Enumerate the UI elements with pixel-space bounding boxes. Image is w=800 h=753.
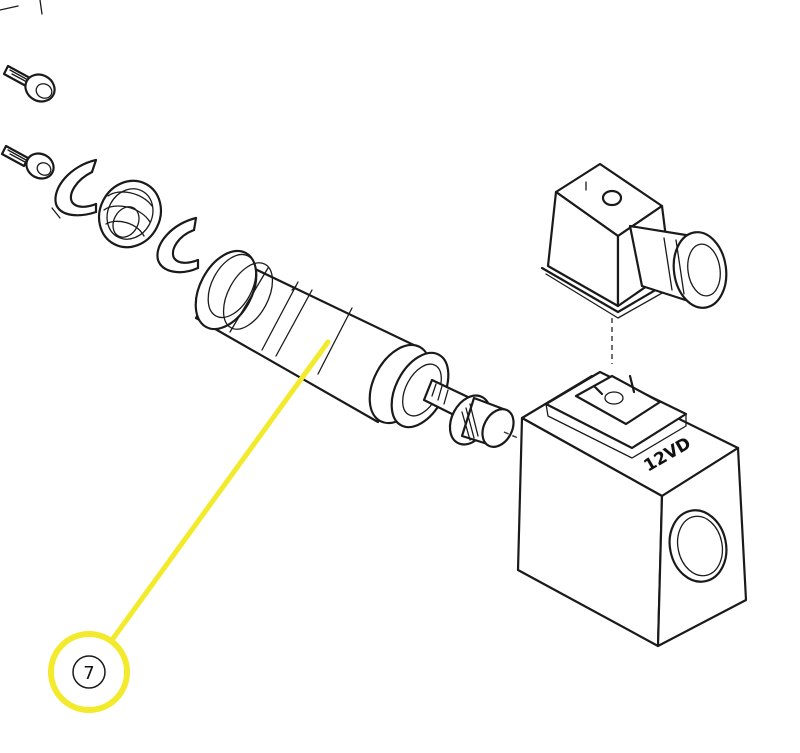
solenoid-coil: 12VD [516,370,748,648]
part-callout: 7 [48,339,331,713]
valve-cartridge [194,249,515,448]
callout-leader-line [109,339,331,643]
assembly-guides [503,318,613,439]
screw-upper [2,64,56,103]
snap-ring-right [156,216,200,274]
snap-ring-left [51,158,98,219]
corner-marks [0,0,43,15]
callout-highlight-ring [48,631,130,713]
spring [97,179,163,249]
callout-number: 7 [83,663,94,684]
connector-plug [540,162,728,319]
screw-lower [0,144,55,180]
callout-number-circle [72,655,106,689]
